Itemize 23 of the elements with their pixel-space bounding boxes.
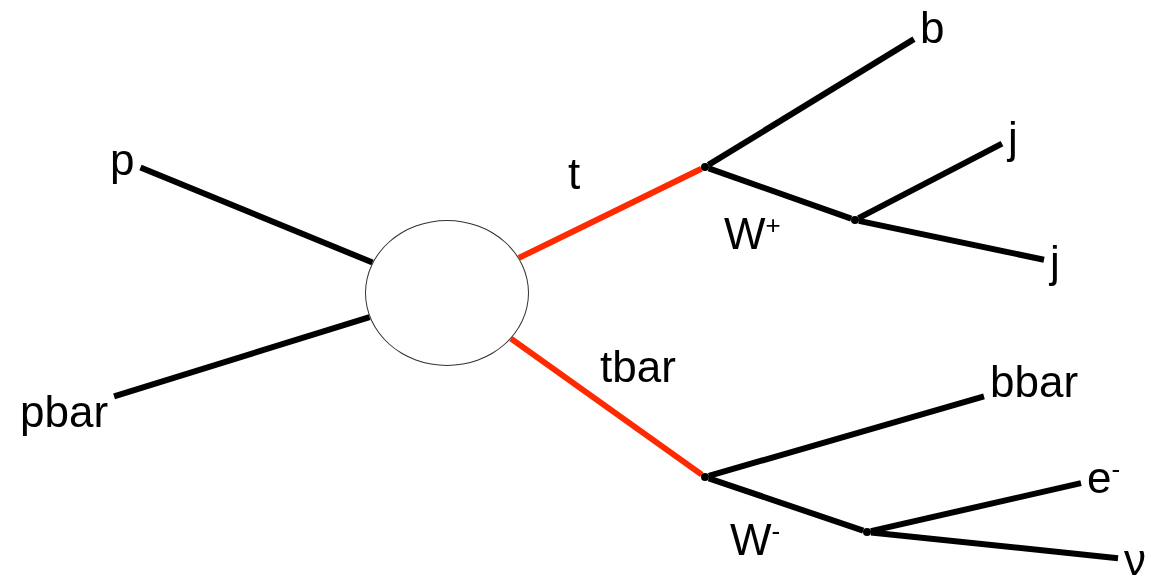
particle-label: p xyxy=(110,138,135,182)
vertex-dot xyxy=(863,528,871,536)
particle-label: j xyxy=(1008,116,1018,160)
vertex-dot xyxy=(851,216,859,224)
particle-label: ν xyxy=(1124,538,1146,582)
line xyxy=(707,165,853,222)
line xyxy=(858,217,1045,263)
vertex-dot xyxy=(701,473,709,481)
particle-label: pbar xyxy=(20,390,109,434)
line xyxy=(857,141,1004,221)
line xyxy=(113,314,371,400)
line xyxy=(706,36,916,168)
particle-label: b xyxy=(920,6,945,50)
particle-label: e$^{-}$ xyxy=(1087,456,1121,500)
highlighted-line xyxy=(509,336,704,478)
vertex-dot xyxy=(701,163,709,171)
line xyxy=(870,529,1119,562)
highlighted-line xyxy=(517,166,703,261)
particle-label: j xyxy=(1050,240,1060,284)
line xyxy=(708,393,985,479)
particle-label: bbar xyxy=(990,360,1079,404)
line xyxy=(139,164,374,266)
line xyxy=(707,475,865,534)
